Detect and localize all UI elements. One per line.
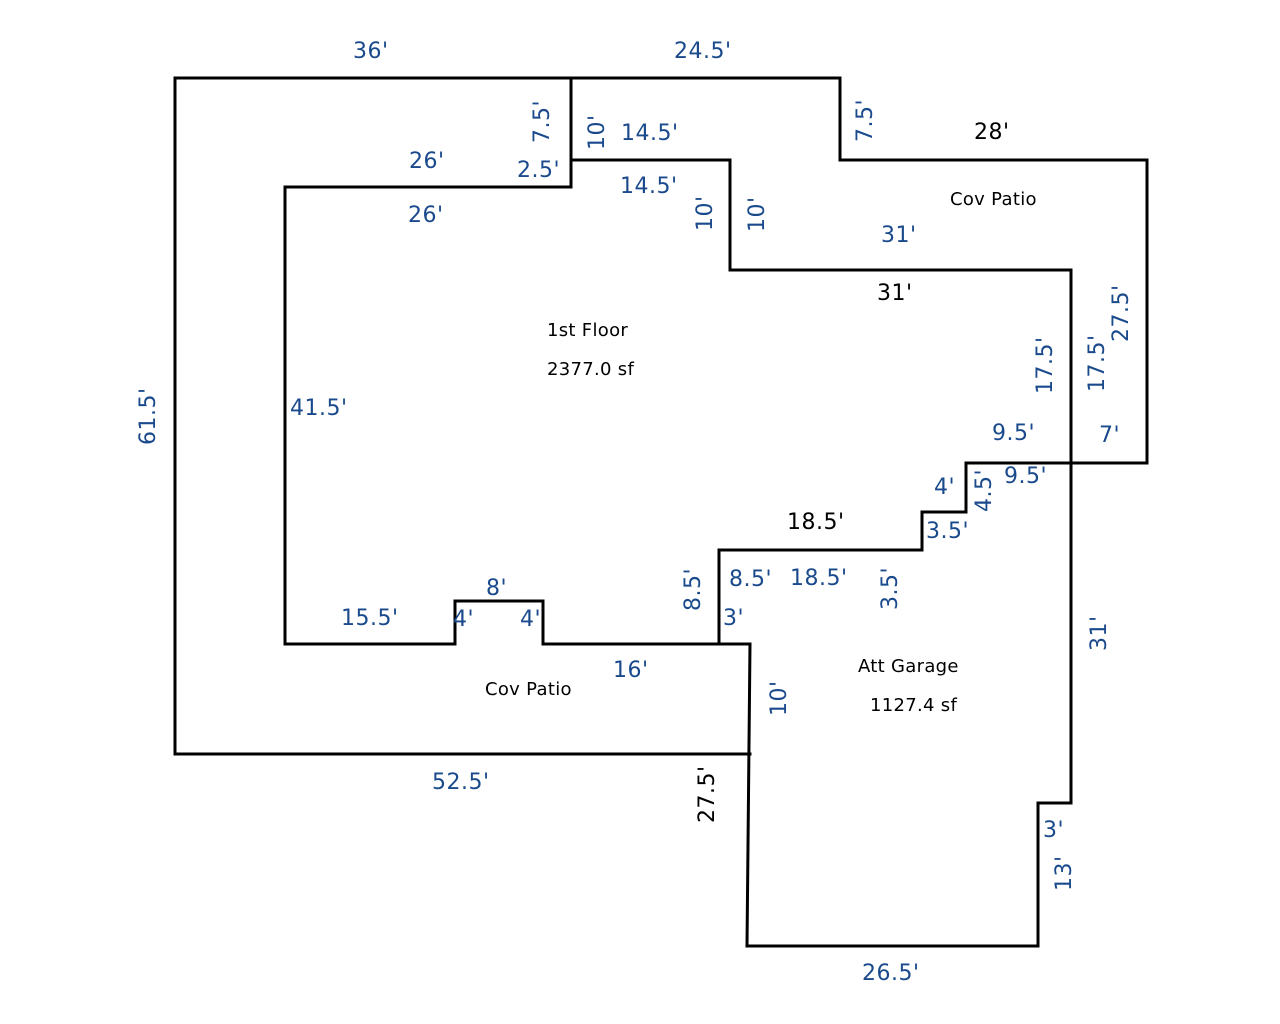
cov-patio-top-name: Cov Patio [950,189,1037,210]
garage-area: 1127.4 sf [870,695,957,716]
first-floor-name: 1st Floor [547,320,628,341]
dim-3-5-a: 3.5' [926,519,969,544]
cov-patio-bottom-name: Cov Patio [485,679,572,700]
dim-10-a: 10' [585,114,610,150]
dim-15-5: 15.5' [341,606,399,631]
garage-wall [717,461,1073,948]
dim-3-b: 3' [1043,818,1064,843]
dim-3-5-b: 3.5' [878,567,903,610]
dim-7: 7' [1099,423,1120,448]
dim-26-b: 26' [408,203,444,228]
first-floor-step-wall [569,158,1073,272]
vertical-dimension-labels: 7.5' 10' 7.5' 10' 10' 27.5' 17.5' 17.5' … [136,99,1134,891]
outer-boundary-wall [173,76,1149,756]
dim-17-5-a: 17.5' [1033,336,1058,394]
dim-4-b: 4' [453,607,474,632]
dim-24-5: 24.5' [674,39,732,64]
dim-16: 16' [613,658,649,683]
dim-17-5-b: 17.5' [1085,334,1110,392]
dim-14-5-b: 14.5' [620,174,678,199]
first-floor-area: 2377.0 sf [547,359,634,380]
dim-10-b: 10' [693,195,718,231]
dim-31-b: 31' [877,281,913,306]
dim-3-a: 3' [723,606,744,631]
dim-27-5-b: 27.5' [695,765,720,823]
dim-8-5-b: 8.5' [729,567,772,592]
dim-2-5: 2.5' [517,158,560,183]
dim-9-5-a: 9.5' [992,421,1035,446]
dim-7-5-b: 7.5' [853,99,878,142]
dim-8: 8' [486,576,507,601]
dim-41-5: 41.5' [290,396,348,421]
dim-9-5-b: 9.5' [1004,464,1047,489]
dim-8-5-a: 8.5' [681,568,706,611]
area-labels: 1st Floor 2377.0 sf Att Garage 1127.4 sf… [485,189,1037,716]
dim-4-5: 4.5' [972,469,997,512]
dim-18-5-a: 18.5' [787,510,845,535]
first-floor-wall [283,76,752,646]
dim-14-5-a: 14.5' [621,121,679,146]
dim-10-c: 10' [745,196,770,232]
dim-31-a: 31' [881,223,917,248]
dim-27-5-a: 27.5' [1109,284,1134,342]
dim-36: 36' [353,39,389,64]
dim-4-a: 4' [934,475,955,500]
wall-lines [173,76,1149,948]
dim-26-5: 26.5' [862,961,920,986]
dim-18-5-b: 18.5' [790,566,848,591]
garage-name: Att Garage [858,656,959,677]
dimension-labels: 36' 24.5' 14.5' 28' 26' 2.5' 14.5' 26' 3… [290,39,1120,986]
dim-28: 28' [974,120,1010,145]
dim-26-a: 26' [409,149,445,174]
dim-13: 13' [1052,855,1077,891]
dim-31-c: 31' [1087,615,1112,651]
dim-52-5: 52.5' [432,770,490,795]
dim-7-5-a: 7.5' [530,100,555,143]
dim-4-c: 4' [520,607,541,632]
dim-61-5: 61.5' [136,387,161,445]
dim-10-d: 10' [767,680,792,716]
